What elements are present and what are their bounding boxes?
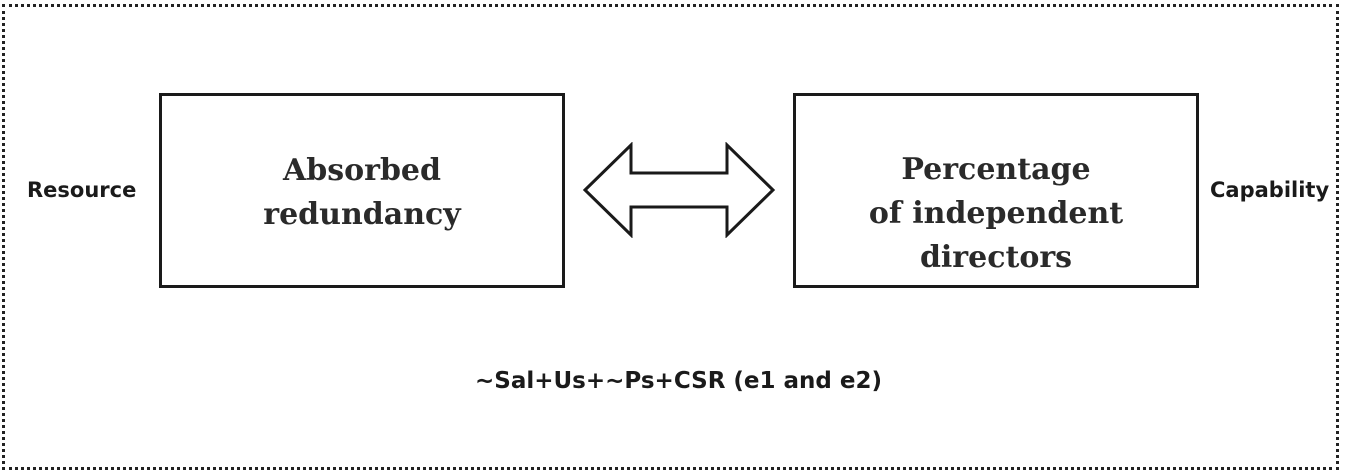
box-text-line: Percentage — [901, 152, 1091, 187]
absorbed-redundancy-box: Absorbed redundancy — [159, 93, 565, 288]
box-text-line: directors — [919, 240, 1073, 275]
formula-text: ~Sal+Us+~Ps+CSR (e1 and e2) — [0, 370, 1349, 393]
independent-directors-text: Percentage of independent directors — [796, 148, 1196, 280]
formula-value: ~Sal+Us+~Ps+CSR (e1 and e2) — [474, 368, 883, 394]
capability-label: Capability — [1210, 178, 1330, 202]
box-text-line: redundancy — [263, 197, 461, 232]
absorbed-redundancy-text: Absorbed redundancy — [162, 149, 562, 237]
dotted-frame — [2, 4, 1339, 470]
box-text-line: Absorbed — [283, 153, 441, 188]
double-arrow-icon — [582, 142, 776, 238]
box-text-line: of independent — [868, 196, 1124, 231]
resource-label: Resource — [27, 178, 137, 202]
independent-directors-box: Percentage of independent directors — [793, 93, 1199, 288]
